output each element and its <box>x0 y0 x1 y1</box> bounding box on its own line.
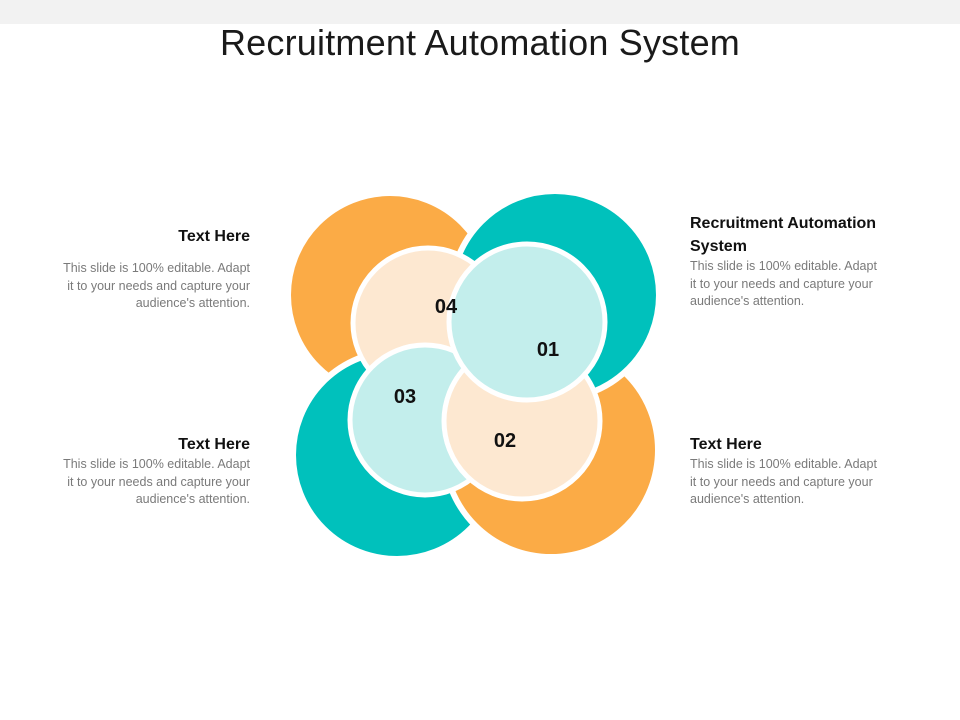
text-block-heading: Text Here <box>178 436 250 453</box>
petal-01-inner <box>446 241 608 403</box>
petal-03-number: 03 <box>394 386 416 408</box>
text-block-body: This slide is 100% editable. Adapt it to… <box>63 261 250 310</box>
text-block-heading: Text Here <box>178 228 250 245</box>
petal-04-number: 04 <box>435 296 458 318</box>
text-block-bottom-right: Text Here This slide is 100% editable. A… <box>690 433 880 509</box>
top-band <box>0 0 960 24</box>
text-block-body: This slide is 100% editable. Adapt it to… <box>63 457 250 506</box>
text-block-top-left: Text Here This slide is 100% editable. A… <box>60 225 250 313</box>
text-block-body: This slide is 100% editable. Adapt it to… <box>690 259 877 308</box>
text-block-body: This slide is 100% editable. Adapt it to… <box>690 457 877 506</box>
text-block-top-right: Recruitment Automation System This slide… <box>690 212 880 311</box>
text-block-heading: Recruitment Automation System <box>690 215 877 255</box>
page-title: Recruitment Automation System <box>219 22 740 63</box>
text-block-bottom-left: Text Here This slide is 100% editable. A… <box>60 433 250 509</box>
text-block-heading: Text Here <box>690 436 762 453</box>
petal-01-number: 01 <box>537 339 559 361</box>
petal-02-number: 02 <box>494 430 516 452</box>
